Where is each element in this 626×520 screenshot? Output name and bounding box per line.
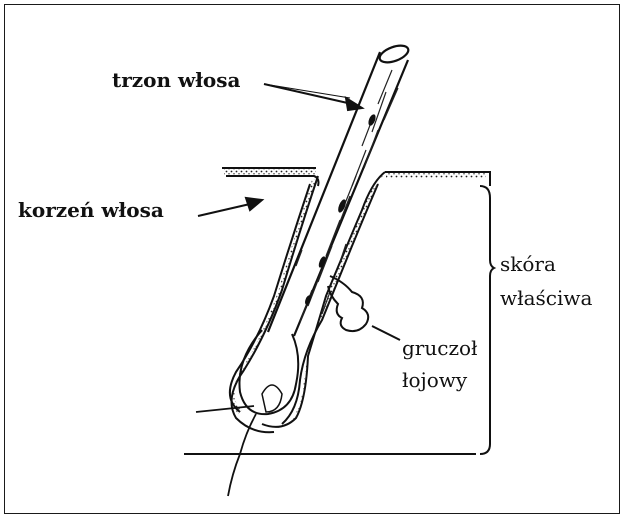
papilla: [262, 385, 282, 412]
dermis-bracket: [480, 186, 494, 454]
label-gland-line2: łojowy: [402, 370, 467, 390]
hair-shaft: [268, 42, 410, 336]
label-dermis-line2: właściwa: [500, 288, 592, 308]
label-hair-root: korzeń włosa: [18, 200, 164, 220]
label-gland-line1: gruczoł: [402, 338, 478, 358]
hair-bulb: [239, 330, 298, 414]
label-dermis-line1: skóra: [500, 254, 556, 274]
label-hair-shaft: trzon włosa: [112, 70, 240, 90]
nerve-fiber: [196, 406, 256, 496]
